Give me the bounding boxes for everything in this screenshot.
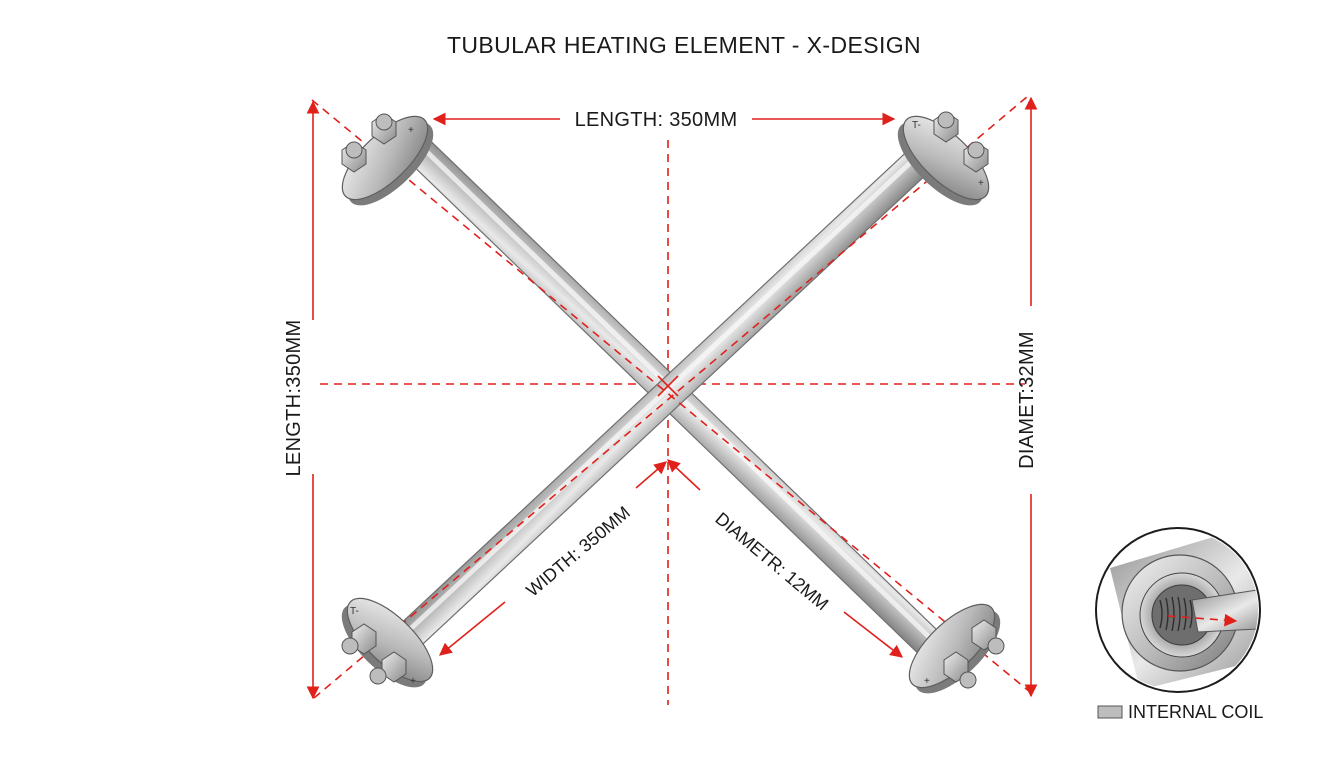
width-dimension-line — [439, 601, 506, 656]
terminal-mark-bottom-left-b: + — [410, 676, 416, 687]
tube-diameter-leader — [667, 459, 701, 491]
terminal-bottom-right-2 — [943, 651, 977, 689]
tube-b-centerline — [313, 95, 1029, 699]
terminal-top-right-1 — [933, 111, 959, 143]
internal-coil-detail — [1095, 527, 1261, 693]
legend-label: INTERNAL COIL — [1128, 702, 1263, 722]
coil-windings — [1159, 596, 1193, 632]
terminal-top-left-2 — [341, 141, 367, 173]
tube-diameter-line — [843, 611, 904, 658]
coil-axis-line — [1167, 613, 1238, 627]
terminal-mark-top-right: T- — [912, 120, 921, 131]
terminal-top-left-1 — [371, 113, 397, 145]
terminal-mark-bottom-left: T- — [350, 606, 359, 617]
top-length-label: LENGTH: 350MM — [575, 109, 738, 131]
flange-top-left — [341, 115, 434, 206]
terminal-bottom-right-1 — [971, 619, 1005, 655]
terminal-bottom-left-2 — [369, 651, 407, 685]
legend-swatch — [1097, 705, 1123, 719]
terminal-top-right-2 — [963, 141, 989, 173]
terminal-mark-top-left: + — [408, 125, 414, 136]
width-leader-line — [635, 461, 667, 489]
terminal-mark-top-right-b: + — [978, 178, 984, 189]
center-cross-b — [657, 375, 679, 397]
terminal-mark-bottom-right: + — [924, 676, 930, 687]
right-diameter-label: DIAMET:32MM — [1016, 331, 1038, 469]
flange-top-right — [897, 115, 990, 206]
diagram-title: TUBULAR HEATING ELEMENT - X-DESIGN — [447, 32, 921, 58]
terminal-bottom-left-1 — [341, 623, 377, 655]
left-length-label: LENGTH:350MM — [283, 320, 305, 477]
